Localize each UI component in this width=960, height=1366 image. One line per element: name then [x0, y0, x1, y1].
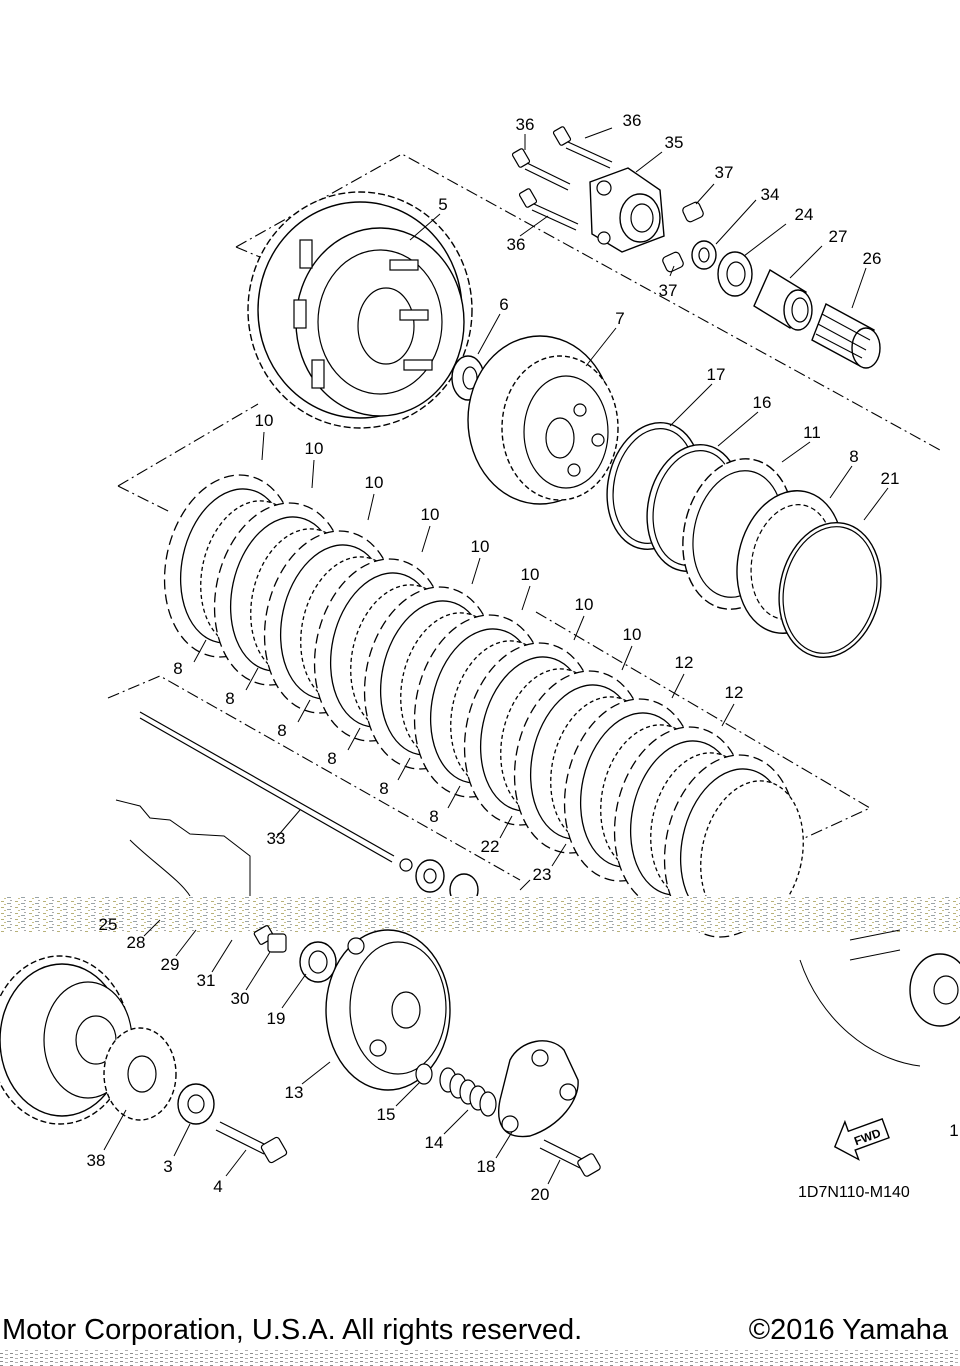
label-36: 36 — [623, 111, 642, 130]
washer-15 — [415, 1063, 433, 1085]
label-13: 13 — [285, 1083, 304, 1102]
leader-lines-lower — [103, 431, 735, 1185]
label-1: 1 — [949, 1121, 958, 1140]
dowel-pin-37-lower — [662, 251, 684, 273]
label-4: 4 — [213, 1177, 222, 1196]
label-38: 38 — [87, 1151, 106, 1170]
label-30: 30 — [231, 989, 250, 1008]
clutch-plate-stack — [163, 474, 804, 938]
label-24: 24 — [795, 205, 814, 224]
bolt-30 — [253, 925, 287, 953]
dowel-pin-37-upper — [682, 201, 704, 223]
label-36: 36 — [516, 115, 535, 134]
label-12: 12 — [725, 683, 744, 702]
needle-bearing-26 — [811, 303, 881, 369]
label-17: 17 — [707, 365, 726, 384]
crankcase-outline — [115, 799, 921, 1067]
scan-noise-band — [0, 896, 960, 932]
label-21: 21 — [881, 469, 900, 488]
label-20: 20 — [531, 1185, 550, 1204]
part-number-labels: 36 36 36 35 37 37 34 24 27 26 5 6 7 17 1… — [87, 111, 959, 1204]
label-33: 33 — [267, 829, 286, 848]
oil-seal-24 — [717, 251, 753, 297]
label-37: 37 — [715, 163, 734, 182]
label-28: 28 — [127, 933, 146, 952]
label-10: 10 — [575, 595, 594, 614]
bolt-20 — [539, 1139, 601, 1177]
copyright-right: ©2016 Yamaha — [748, 1314, 948, 1346]
label-14: 14 — [425, 1133, 444, 1152]
collar-27 — [753, 268, 813, 331]
bolt-36-mid — [511, 148, 571, 191]
label-29: 29 — [161, 955, 180, 974]
diagram-code: 1D7N110-M140 — [798, 1184, 910, 1201]
bolt-36-lower — [518, 188, 579, 231]
label-25: 25 — [99, 915, 118, 934]
label-23: 23 — [533, 865, 552, 884]
spring-plate-18 — [498, 1040, 579, 1138]
label-8: 8 — [173, 659, 182, 678]
pressure-plate-13 — [325, 929, 451, 1091]
label-12: 12 — [675, 653, 694, 672]
label-8: 8 — [225, 689, 234, 708]
label-8: 8 — [379, 779, 388, 798]
label-8: 8 — [327, 749, 336, 768]
label-10: 10 — [365, 473, 384, 492]
leader-lines — [275, 127, 889, 891]
label-22: 22 — [481, 837, 500, 856]
release-cylinder-35 — [589, 167, 665, 253]
scan-noise-bottom — [0, 1350, 960, 1366]
sprocket-38 — [103, 1027, 177, 1121]
label-10: 10 — [421, 505, 440, 524]
label-8: 8 — [429, 807, 438, 826]
label-37: 37 — [659, 281, 678, 300]
label-6: 6 — [499, 295, 508, 314]
label-3: 3 — [163, 1157, 172, 1176]
label-10: 10 — [255, 411, 274, 430]
label-15: 15 — [377, 1105, 396, 1124]
label-31: 31 — [197, 971, 216, 990]
label-10: 10 — [521, 565, 540, 584]
release-cylinder-group — [511, 126, 881, 369]
label-36: 36 — [507, 235, 526, 254]
bolt-36-upper — [552, 126, 613, 169]
label-10: 10 — [623, 625, 642, 644]
fwd-arrow-icon: FWD — [833, 1118, 890, 1161]
label-26: 26 — [863, 249, 882, 268]
label-27: 27 — [829, 227, 848, 246]
spring-14 — [439, 1067, 497, 1117]
label-35: 35 — [665, 133, 684, 152]
wire-circlip-21 — [778, 521, 882, 659]
bearing-19 — [299, 941, 337, 983]
label-34: 34 — [761, 185, 780, 204]
label-8: 8 — [277, 721, 286, 740]
label-18: 18 — [477, 1157, 496, 1176]
primary-driven-gear-5 — [247, 191, 473, 429]
copyright-left: Motor Corporation, U.S.A. All rights res… — [2, 1314, 583, 1346]
label-5: 5 — [438, 195, 447, 214]
bolt-4 — [215, 1121, 288, 1164]
label-10: 10 — [471, 537, 490, 556]
right-crank-parts — [849, 929, 960, 1027]
label-7: 7 — [615, 309, 624, 328]
label-11: 11 — [803, 423, 821, 442]
clutch-boss-7 — [467, 335, 619, 505]
label-16: 16 — [753, 393, 772, 412]
label-8: 8 — [849, 447, 858, 466]
washer-3 — [177, 1083, 215, 1125]
label-10: 10 — [305, 439, 324, 458]
label-19: 19 — [267, 1009, 286, 1028]
